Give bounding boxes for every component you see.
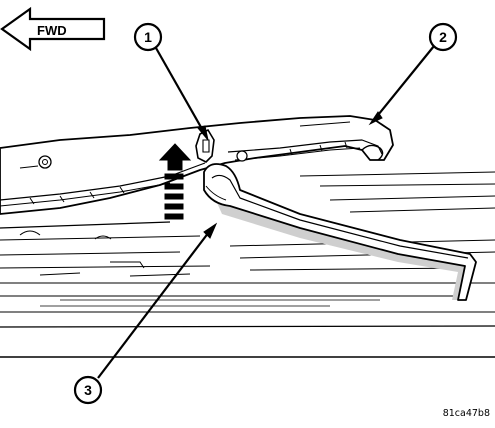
- fwd-arrow-shape: [0, 6, 106, 52]
- motion-dash-3: [164, 193, 184, 200]
- wiper-blade-lever: [203, 163, 477, 301]
- retaining-clip: [195, 128, 215, 163]
- leader-lines: [97, 45, 435, 379]
- background-panel-lines: [0, 171, 495, 358]
- callout-number-1: 1: [144, 29, 152, 45]
- callout-circle-1: [133, 22, 163, 52]
- callout-2: 2: [428, 22, 458, 52]
- motion-dash-1: [164, 173, 184, 180]
- upward-motion-arrow: [158, 143, 192, 220]
- blade-outline: [203, 163, 477, 301]
- motion-dash-2: [164, 183, 184, 190]
- motion-dash-5: [164, 213, 184, 220]
- leader-arrowhead-2: [368, 111, 383, 126]
- leader-arrowhead-1: [197, 125, 209, 141]
- callout-number-3: 3: [84, 382, 92, 398]
- panel-detail-marks: [19, 230, 191, 277]
- leader-arrowhead-3: [203, 222, 218, 239]
- wiper-arm: [0, 115, 394, 215]
- fwd-label: FWD: [37, 23, 67, 38]
- fwd-direction-arrow: FWD: [0, 6, 106, 52]
- wiper-arm-outline: [0, 115, 394, 215]
- figure-code: 81ca47b8: [443, 408, 490, 419]
- leader-arrowheads: [197, 111, 383, 239]
- leader-line-2: [373, 45, 435, 121]
- clip-body: [195, 128, 215, 163]
- leader-line-1: [155, 47, 207, 137]
- callout-1: 1: [133, 22, 163, 52]
- leader-line-3: [97, 227, 213, 379]
- motion-dash-4: [164, 203, 184, 210]
- callout-circle-2: [428, 22, 458, 52]
- motion-arrow-head: [158, 143, 192, 171]
- callout-number-2: 2: [439, 29, 447, 45]
- callout-3: 3: [73, 375, 103, 405]
- callout-circle-3: [73, 375, 103, 405]
